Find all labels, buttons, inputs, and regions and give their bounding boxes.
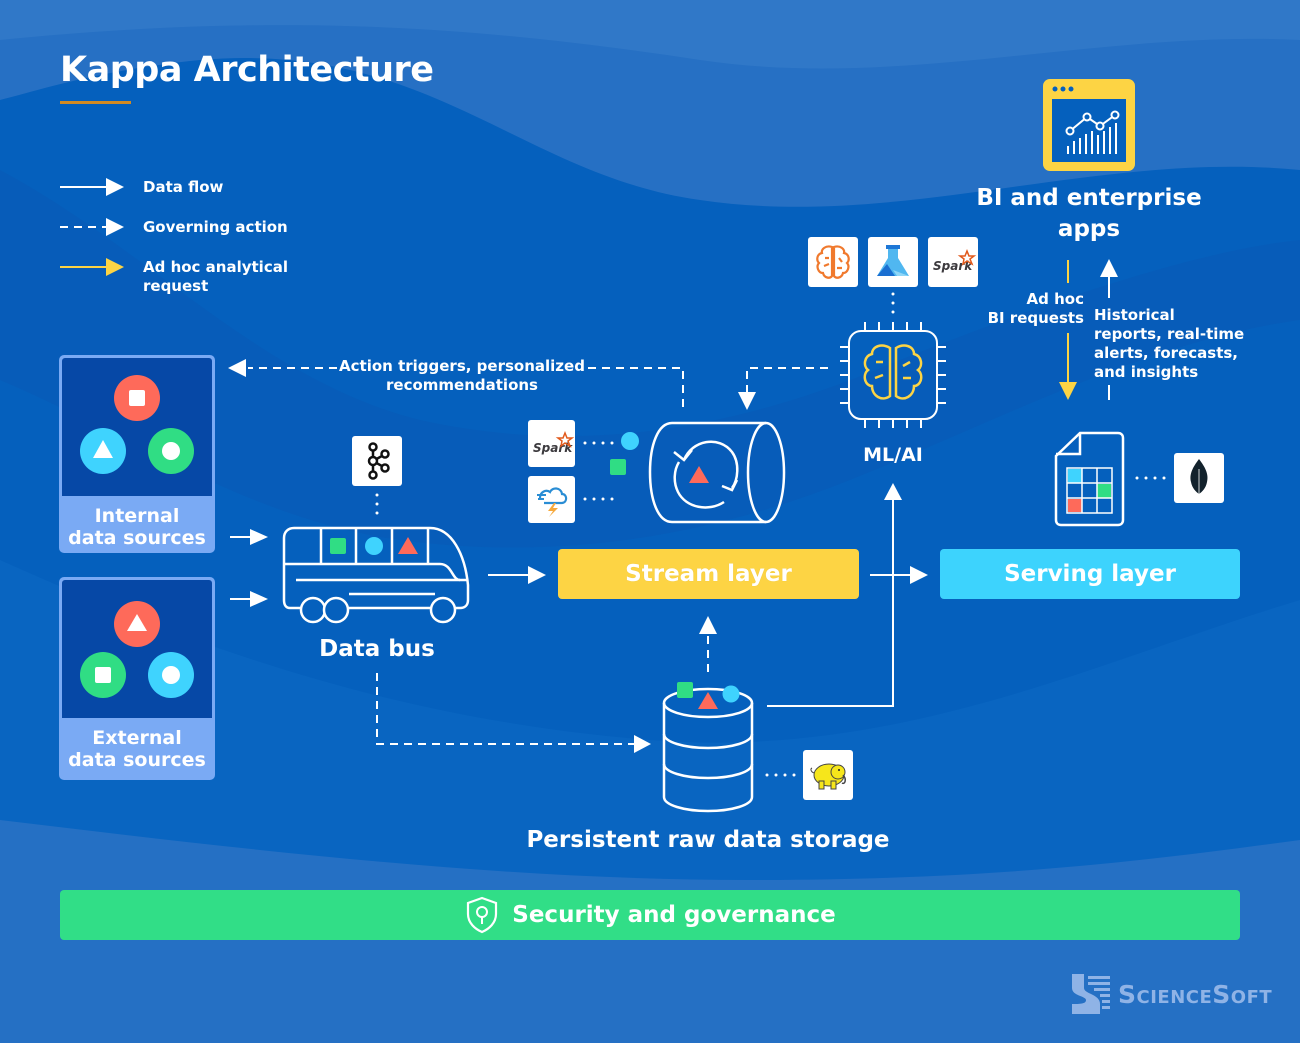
dotted-link-kafka — [375, 493, 379, 515]
bus-icon — [282, 526, 470, 624]
stream-processing-cylinder-icon — [648, 421, 786, 524]
legend-label: Data flow — [143, 178, 224, 196]
stream-data-items — [610, 432, 639, 475]
arrow-historical-reports — [1100, 259, 1118, 400]
historical-reports-label: Historical reports, real-time alerts, fo… — [1094, 306, 1245, 381]
data-bus-label: Data bus — [319, 636, 435, 662]
solid-arrow-icon — [60, 178, 124, 196]
shield-icon — [467, 896, 498, 934]
arrow-ad-hoc-bi-requests — [1059, 260, 1077, 400]
title-underline — [60, 101, 131, 104]
data-table-file-icon — [1054, 431, 1125, 527]
legend-item-ad-hoc: Ad hoc analytical request — [60, 256, 288, 295]
storm-tile — [528, 476, 575, 523]
arrow-action-triggers-dashed — [228, 359, 684, 407]
ad-hoc-bi-requests-label: Ad hoc BI requests — [987, 290, 1084, 327]
kafka-tile — [352, 436, 402, 486]
arrow-external-to-bus — [230, 591, 268, 607]
dotted-link-hadoop — [765, 773, 796, 777]
external-shapes — [80, 601, 194, 698]
svg-text:Spark: Spark — [533, 441, 573, 455]
dotted-link-ml-tools — [891, 292, 895, 314]
azure-ml-icon — [877, 245, 909, 276]
arrow-internal-to-bus — [230, 529, 268, 545]
cyan-circle-icon — [621, 432, 639, 450]
brain-icon — [863, 344, 923, 400]
green-square-icon — [610, 459, 626, 475]
hadoop-icon — [810, 763, 846, 790]
internal-shapes — [80, 375, 194, 474]
cyan-circle-icon — [722, 685, 740, 703]
red-triangle-icon — [398, 537, 418, 554]
brand-name: ScienceSoft — [1118, 979, 1273, 1009]
spark-ml-tile: Spark — [928, 237, 978, 287]
spark-icon: Spark — [933, 248, 977, 273]
mongodb-icon — [1190, 459, 1208, 498]
green-square-icon — [80, 652, 126, 698]
spark-tile: Spark — [528, 420, 575, 467]
internal-sources-label: Internal data sources — [68, 505, 206, 549]
legend-label: Ad hoc analytical request — [143, 258, 288, 295]
bi-dashboard-icon — [1043, 79, 1135, 171]
legend-item-data-flow: Data flow — [60, 176, 223, 202]
cyan-circle-icon — [148, 652, 194, 698]
ml-ai-label: ML/AI — [863, 444, 923, 466]
storage-label: Persistent raw data storage — [526, 827, 890, 853]
storm-icon — [536, 486, 567, 517]
mongodb-tile — [1174, 453, 1224, 503]
hadoop-tile — [803, 750, 853, 800]
legend-item-governing-action: Governing action — [60, 216, 288, 242]
security-governance-bar[interactable]: Security and governance — [60, 890, 1240, 940]
security-label: Security and governance — [512, 902, 836, 928]
database-storage-icon — [662, 682, 754, 813]
red-triangle-icon — [698, 692, 718, 709]
arrow-bus-to-storage-dashed — [376, 673, 651, 753]
external-data-sources[interactable]: External data sources — [59, 577, 215, 780]
dotted-link-spark — [583, 441, 614, 445]
arrow-storage-to-stream-dashed — [699, 616, 717, 672]
sciencesoft-logo-icon — [1072, 974, 1110, 1014]
arrow-storage-to-ml — [767, 483, 902, 707]
dashed-arrow-icon — [60, 218, 124, 236]
internal-data-sources[interactable]: Internal data sources — [59, 355, 215, 553]
stream-layer[interactable]: Stream layer — [558, 549, 859, 599]
green-square-icon — [677, 682, 693, 698]
yellow-arrow-icon — [60, 258, 124, 276]
ml-brain-icon — [816, 245, 850, 279]
red-square-icon — [114, 375, 160, 421]
cyan-circle-icon — [365, 537, 383, 555]
kafka-icon — [367, 442, 390, 480]
dotted-link-storm — [583, 497, 614, 501]
green-square-icon — [330, 538, 346, 554]
page-title: Kappa Architecture — [60, 50, 434, 90]
legend-label: Governing action — [143, 218, 288, 236]
arrow-ml-to-stream-dashed — [738, 367, 828, 410]
ml-ai-chip-icon — [840, 322, 946, 428]
red-triangle-icon — [689, 466, 709, 483]
external-sources-panel — [62, 580, 212, 718]
arrow-bus-to-stream — [488, 566, 546, 584]
spark-icon: Spark — [533, 430, 574, 455]
bi-apps-label: BI and enterprise apps — [976, 185, 1202, 242]
action-triggers-label: Action triggers, personalized recommenda… — [339, 357, 585, 394]
red-triangle-icon — [114, 601, 160, 647]
ml-brain-tile — [808, 237, 858, 287]
azure-ml-tile — [868, 237, 918, 287]
external-sources-label: External data sources — [68, 727, 206, 771]
cyan-triangle-icon — [80, 428, 126, 474]
green-circle-icon — [148, 428, 194, 474]
dotted-link-mongodb — [1135, 476, 1166, 480]
serving-layer[interactable]: Serving layer — [940, 549, 1240, 599]
sciencesoft-logo: ScienceSoft — [1070, 972, 1272, 1016]
internal-sources-panel — [62, 358, 212, 496]
arrow-stream-to-serving — [870, 566, 928, 584]
